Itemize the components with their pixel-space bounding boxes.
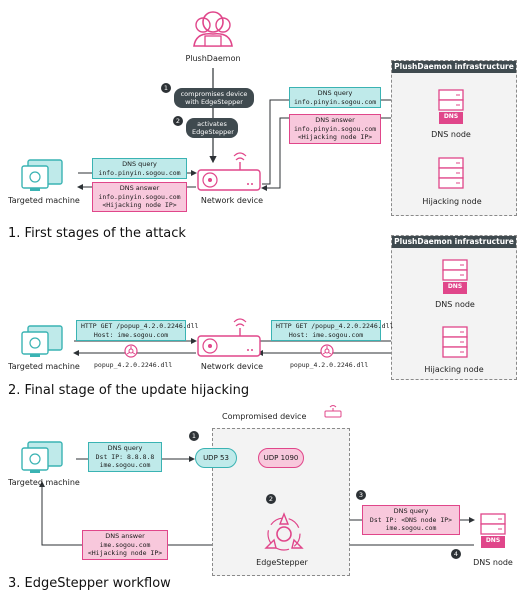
section1-title: 1. First stages of the attack [8,226,186,241]
step2-pill: activates EdgeStepper [186,118,238,138]
s2-http-right-box: HTTP GET /popup_4.2.0.2246.dll Host: ime… [271,320,394,341]
s2-targeted-label: Targeted machine [8,362,80,371]
s1-query-title: DNS query [122,160,157,168]
s2-network-label: Network device [200,362,264,371]
s2-biohazard-icon-left [124,344,138,358]
s1-hijacking-server-icon [438,157,464,189]
s1-answer-ip: <Hijacking node IP> [102,201,177,209]
targeted-machine-icon [21,159,63,191]
s1-answer-right-domain: info.pinyin.sogou.com [294,124,377,133]
s3-query-domain: ime.sogou.com [99,461,151,469]
s1-dns-answer-box: DNS answer info.pinyin.sogou.com <Hijack… [92,182,187,212]
s1-query-right-domain: info.pinyin.sogou.com [294,97,377,106]
s2-network-device-icon [197,318,261,357]
s3-udp53: UDP 53 [195,448,237,468]
s2-http-right-host: Host: ime.sogou.com [288,330,364,339]
s1-answer-right-ip: <Hijacking node IP> [297,133,373,141]
s3-router-icon [324,405,342,418]
s3-answer-arrow [39,481,256,546]
s1-answer-title: DNS answer [119,184,160,192]
attacker-label: PlushDaemon [185,54,241,63]
s3-dns-query-right-box: DNS query Dst IP: <DNS node IP> ime.sogo… [362,505,460,535]
s3-query-dst: Dst IP: 8.8.8.8 [95,452,155,461]
s1-dns-badge: DNS [443,113,459,120]
s1-network-label: Network device [200,196,264,205]
s2-dns-server-icon [442,259,468,294]
s1-targeted-label: Targeted machine [8,196,80,205]
s2-dns-badge: DNS [447,283,463,290]
s1-infra-title: PlushDaemon infrastructure [392,61,516,73]
s1-hijack-node-label: Hijacking node [422,197,482,206]
s2-targeted-machine-icon [21,325,63,357]
s3-compromised-label: Compromised device [222,412,307,421]
s3-answer-ip: <Hijacking node IP> [87,549,163,557]
s1-answer-domain: info.pinyin.sogou.com [98,192,181,201]
s2-http-right-request: HTTP GET /popup_4.2.0.2246.dll [276,322,394,330]
s2-http-left-box: HTTP GET /popup_4.2.0.2246.dll Host: ime… [76,320,199,341]
section2-title: 2. Final stage of the update hijacking [8,383,250,398]
s2-http-left-host: Host: ime.sogou.com [93,330,169,339]
s3-answer-domain: ime.sogou.com [99,540,151,549]
s2-dns-node-label: DNS node [435,300,475,309]
s3-query-right-dst: Dst IP: <DNS node IP> [369,515,453,524]
s3-targeted-machine-icon [21,441,63,473]
s1-infra-box: PlushDaemon infrastructure [391,60,517,216]
s1-query-right-title: DNS query [317,89,353,97]
s3-dns-node-label: DNS node [473,558,513,567]
s3-query-right-title: DNS query [393,507,429,515]
s2-infra-title: PlushDaemon infrastructure [392,236,516,248]
s1-dns-server-icon [438,89,464,124]
s1-query-domain: info.pinyin.sogou.com [98,168,181,177]
step-badge-2: 2 [173,116,183,126]
s1-answer-right-title: DNS answer [315,116,355,124]
attacker-icon [193,11,233,47]
s3-dns-server-icon [480,513,506,548]
step-badge-1: 1 [161,83,171,93]
s2-file-right: popup_4.2.0.2246.dll [290,361,369,369]
s2-file-left: popup_4.2.0.2246.dll [94,361,173,369]
s3-targeted-label: Targeted machine [8,478,80,487]
s3-query-title: DNS query [107,444,143,452]
s3-step-badge-3: 3 [356,490,366,500]
s3-dns-badge: DNS [485,537,501,544]
s3-dns-answer-box: DNS answer ime.sogou.com <Hijacking node… [82,530,168,560]
s3-answer-title: DNS answer [105,532,145,540]
section3-title: 3. EdgeStepper workflow [8,576,171,591]
s3-udp1090: UDP 1090 [258,448,304,468]
s3-step-badge-2: 2 [266,494,276,504]
s3-step-badge-4: 4 [451,549,461,559]
s3-dns-query-box: DNS query Dst IP: 8.8.8.8 ime.sogou.com [88,442,162,472]
network-device-icon [197,152,261,191]
s2-hijack-node-label: Hijacking node [424,365,484,374]
step1-pill: compromises device with EdgeStepper [174,88,254,108]
s3-edgestepper-label: EdgeStepper [256,558,308,567]
s1-dns-answer-right-box: DNS answer info.pinyin.sogou.com <Hijack… [289,114,381,144]
s3-step-badge-1: 1 [189,431,199,441]
s1-dns-node-label: DNS node [431,130,471,139]
s2-biohazard-icon-right [320,344,334,358]
s1-dns-query-box: DNS query info.pinyin.sogou.com [92,158,187,179]
s2-http-left-request: HTTP GET /popup_4.2.0.2246.dll [81,322,199,330]
s2-hijacking-server-icon [442,326,468,358]
s3-edgestepper-icon [264,512,304,551]
s1-dns-query-right-box: DNS query info.pinyin.sogou.com [289,87,381,108]
s3-query-right-domain: ime.sogou.com [385,524,437,532]
